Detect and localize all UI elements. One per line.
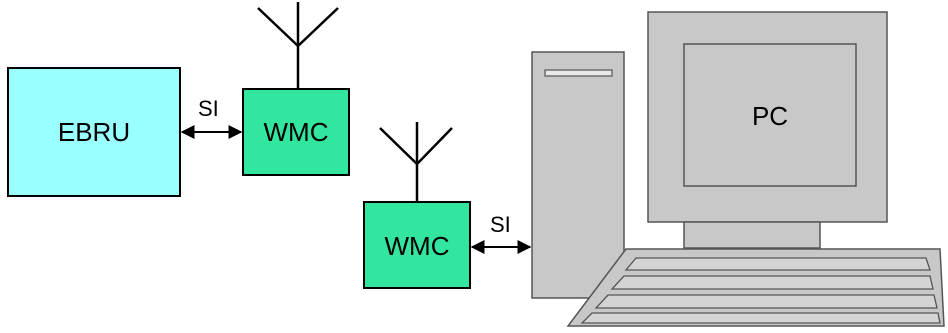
ebru-node: EBRU bbox=[7, 67, 181, 197]
wmc-node-bottom: WMC bbox=[363, 201, 471, 289]
keyboard-icon bbox=[566, 248, 945, 327]
ebru-label: EBRU bbox=[58, 117, 130, 147]
pc-label: PC bbox=[752, 101, 788, 131]
pc-tower bbox=[531, 51, 625, 299]
monitor-stand bbox=[683, 221, 821, 249]
wmc-node-top: WMC bbox=[242, 88, 350, 176]
antenna-icon bbox=[257, 2, 339, 90]
desktop-computer-icon: PC bbox=[531, 11, 945, 327]
antenna-icon bbox=[379, 122, 453, 203]
si-connection-ebru-wmc: SI bbox=[180, 96, 243, 139]
si-label: SI bbox=[490, 212, 511, 237]
si-label: SI bbox=[198, 96, 219, 121]
wmc-bottom-label: WMC bbox=[385, 231, 450, 261]
drive-slot bbox=[544, 69, 613, 77]
monitor-screen bbox=[683, 43, 857, 187]
wmc-top-label: WMC bbox=[264, 117, 329, 147]
si-connection-wmc-pc: SI bbox=[470, 212, 532, 254]
